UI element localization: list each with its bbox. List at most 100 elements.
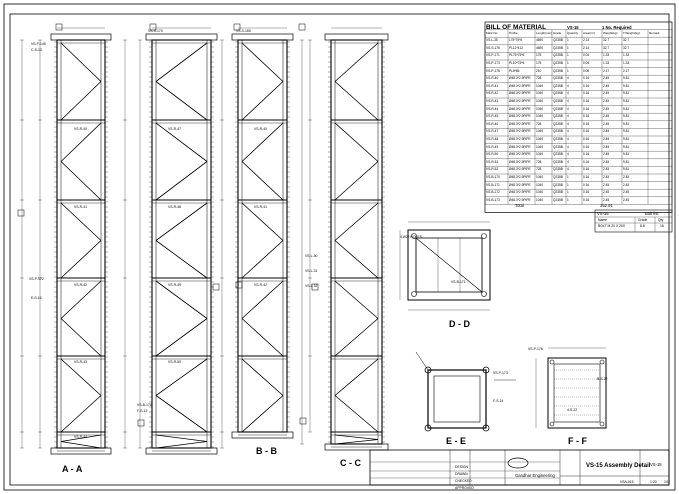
section-b-diagonal-brace [155,81,208,121]
bom-cell: 4 [567,167,569,172]
section-cut-marker [299,417,307,425]
bom-total-label: Total [515,203,524,208]
label-a-side-1: E-S-16 [31,296,42,300]
bom-cell: PL12*412 [509,45,524,50]
section-a-diagonal-brace [60,42,102,82]
bom-cell: 2.45 [603,175,610,179]
section-cut-marker [212,283,220,291]
chord-pipe-icon [424,424,432,432]
section-d-brace [415,237,483,293]
sheet-label: VS-15 [650,462,662,467]
label-b-mid-2: VS-R-49 [168,283,182,287]
bom-cell: 9.81 [623,129,630,134]
section-c2-diagonal-brace [334,240,379,279]
bom-cell: 1040 [536,91,544,96]
section-c-diagonal-brace [241,280,284,319]
section-c-diagonal-brace [241,240,284,279]
bom-cell: 2.45 [603,106,610,111]
bom-cell: 4 [567,91,569,96]
bom-cell: 1040 [536,182,544,187]
bom-cell: Q235B [553,175,563,179]
bom-cell: 2.45 [603,121,610,126]
bom-cell: Ø48.3*2.9PIPE [509,175,531,179]
bom-cell: 0.16 [583,99,590,103]
label-c-side-0: VS-L-30 [305,254,318,258]
bom-cell: Q235B [553,182,563,187]
label-a-top-0: VS-P-145 [31,42,46,46]
bolt-hole-icon [549,421,555,427]
bom-cell: 4690 [536,38,544,43]
bolt-hole-icon [599,421,605,427]
section-c2-diagonal-brace [334,202,379,241]
section-c-diagonal-brace [241,318,284,357]
section-b-diagonal-brace [155,280,208,319]
bom-cell: VS-B-171 [486,182,500,187]
section-cut-marker [298,23,306,31]
bolt-col-name: Name [598,218,608,222]
bom-cell: 2.45 [603,182,610,187]
section-cut-marker [55,23,63,31]
bom-cell: 0.16 [583,137,590,141]
section-b-diagonal-brace [155,441,208,449]
section-a-cap-plate [50,33,112,41]
bom-cell: 1040 [536,197,544,202]
bom-cell: 0.16 [583,190,590,195]
section-c2-diagonal-brace [334,318,379,357]
bom-cell: VS-P-176 [486,68,500,73]
section-title-e: E - E [446,436,467,446]
bom-cell: Q235B [553,152,563,157]
bom-cell: Ø48.3*2.9PIPE [509,114,531,119]
label-a-mid-4: VS-R-44 [74,435,88,439]
section-c-column-outline [237,39,288,433]
bom-cell: Q235B [553,45,563,50]
bolt-hole-icon [549,359,555,365]
section-c-diagonal-brace [241,122,284,162]
section-e-leader [415,351,429,371]
bom-cell: VS-B-172 [486,190,500,195]
bom-cell: 0.16 [583,159,590,164]
bom-cell: 1040 [536,99,544,103]
bom-cell: Ø48.3*2.9PIPE [509,197,531,202]
section-c-diagonal-brace [241,42,284,82]
bom-cell: 2.45 [603,83,610,88]
bom-cell: 2.45 [603,159,610,164]
bom-cell: 0.16 [583,76,590,81]
bom-cell: 1040 [536,137,544,141]
bom-cell: 9.81 [623,121,630,126]
bom-cell: 1 [567,45,569,50]
section-f-inner [553,363,601,423]
section-title-a: A - A [62,464,83,474]
bom-column-header: Remark [649,30,660,35]
section-b-base-plate [145,447,218,455]
section-title-b: B - B [256,446,277,456]
bom-cell: Q235B [553,76,563,81]
bom-cell: 32.7 [623,45,630,50]
bom-cell: 210 [536,68,542,73]
bom-cell: 4 [567,76,569,81]
bom-cell: 9.81 [623,91,630,96]
section-a-diagonal-brace [60,202,102,241]
bom-cell: VS-R-51 [486,159,499,164]
bom-cell: 0.16 [583,83,590,88]
section-c-base-plate [231,431,294,439]
section-a-diagonal-brace [60,161,102,201]
bom-cell: Q235B [553,53,563,58]
bom-cell: 1040 [536,83,544,88]
bom-cell: VS-R-49 [486,144,499,149]
section-a-diagonal-brace [60,318,102,357]
section-e-frame [427,369,487,429]
bom-cell: Q235B [553,114,563,119]
bom-cell: Ø48.3*2.9PIPE [509,121,531,126]
section-c2-diagonal-brace [334,161,379,201]
section-cut-marker [233,23,241,31]
bom-cell: 2.45 [603,114,610,119]
bom-cell: 9.81 [623,159,630,164]
bom-cell: VS-L-35 [486,38,498,43]
bom-cell: 175 [536,53,542,58]
section-a-diagonal-brace [60,358,102,396]
title-row-design: DESIGN [455,465,468,469]
bom-cell: 2.45 [603,167,610,172]
bom-cell: Ø48.3*2.9PIPE [509,129,531,134]
section-a-base-plate [50,447,112,455]
